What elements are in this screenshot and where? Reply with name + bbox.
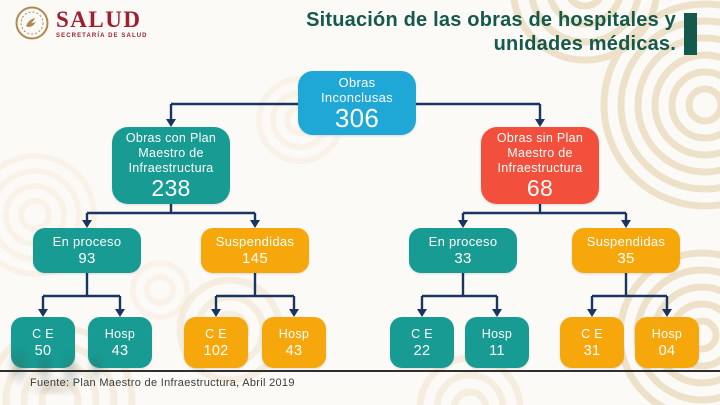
node-value: 22 (413, 342, 431, 359)
node-value: 35 (617, 249, 635, 267)
page-title: Situación de las obras de hospitales y u… (206, 8, 676, 56)
node-label: Suspendidas (586, 233, 666, 249)
node-con-plan-suspendidas-ce: C E 102 (184, 317, 248, 368)
node-value: 43 (285, 342, 303, 359)
video-ghost-artifact (0, 332, 124, 394)
node-sin-plan-suspendidas-ce: C E 31 (560, 317, 624, 368)
node-value: 11 (489, 342, 505, 359)
title-line-2: unidades médicas. (493, 33, 676, 55)
node-con-plan-suspendidas-hosp: Hosp 43 (262, 317, 326, 368)
node-value: 68 (526, 175, 554, 201)
node-obras-sin-plan-maestro: Obras sin Plan Maestro de Infraestructur… (481, 127, 599, 204)
node-label: C E (581, 326, 603, 341)
title-line-1: Situación de las obras de hospitales y (306, 9, 676, 31)
node-label: C E (205, 326, 227, 341)
node-value: 102 (203, 342, 229, 359)
node-obras-inconclusas: Obras Inconclusas 306 (298, 71, 416, 135)
node-label: Hosp (278, 326, 310, 341)
node-con-plan-suspendidas: Suspendidas 145 (201, 228, 309, 273)
source-note: Fuente: Plan Maestro de Infraestructura,… (30, 377, 295, 389)
node-label: En proceso (428, 233, 498, 249)
title-accent-bar (684, 13, 697, 55)
node-con-plan-en-proceso: En proceso 93 (33, 228, 141, 273)
node-label: En proceso (52, 233, 122, 249)
node-value: 04 (658, 342, 676, 359)
node-label: Hosp (651, 326, 683, 341)
node-value: 31 (583, 342, 601, 359)
node-label: C E (411, 326, 433, 341)
footer-divider (0, 370, 720, 372)
salud-logo: SALUD SECRETARÍA DE SALUD (14, 5, 148, 41)
node-value: 43 (112, 342, 129, 360)
node-value: 50 (35, 342, 52, 360)
logo-text: SALUD SECRETARÍA DE SALUD (56, 6, 148, 39)
node-value: 306 (334, 102, 380, 133)
node-con-plan-proceso-ce: C E 50 (11, 317, 75, 368)
secretaria-salud-seal-icon (15, 6, 49, 40)
node-value: 145 (242, 249, 268, 267)
node-label: Hosp (105, 326, 135, 342)
node-sin-plan-proceso-ce: C E 22 (390, 317, 454, 368)
node-con-plan-proceso-hosp: Hosp 43 (88, 317, 152, 368)
node-label: C E (32, 326, 54, 342)
logo-subtitle: SECRETARÍA DE SALUD (56, 32, 148, 39)
logo-brand: SALUD (56, 6, 142, 32)
node-label: Obras Inconclusas (321, 74, 393, 105)
node-label: Suspendidas (215, 233, 295, 249)
node-label: Obras con Plan Maestro de Infraestructur… (125, 131, 217, 175)
node-label: Hosp (481, 326, 513, 341)
node-value: 238 (151, 175, 191, 201)
node-value: 93 (78, 249, 96, 267)
node-sin-plan-suspendidas-hosp: Hosp 04 (635, 317, 699, 368)
node-label: Obras sin Plan Maestro de Infraestructur… (496, 131, 584, 175)
node-value: 33 (454, 249, 472, 267)
node-sin-plan-suspendidas: Suspendidas 35 (572, 228, 680, 273)
node-obras-con-plan-maestro: Obras con Plan Maestro de Infraestructur… (112, 127, 230, 204)
node-sin-plan-en-proceso: En proceso 33 (409, 228, 517, 273)
node-sin-plan-proceso-hosp: Hosp 11 (465, 317, 529, 368)
